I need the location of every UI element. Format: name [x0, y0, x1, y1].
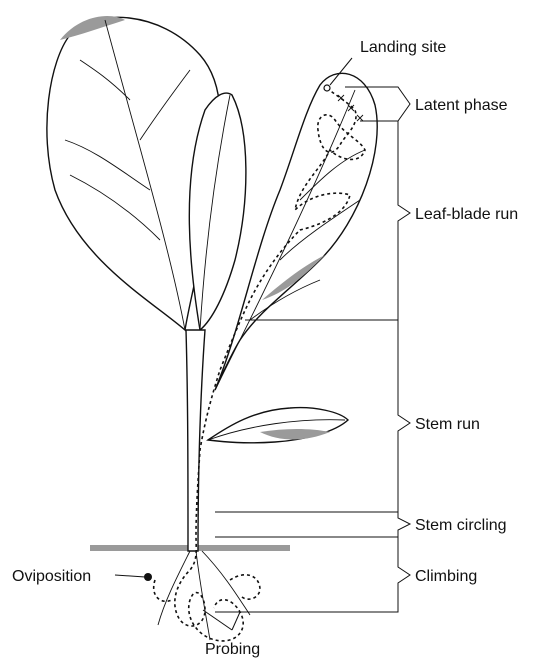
oviposition-dot: [144, 573, 152, 581]
label-stem-circling: Stem circling: [415, 517, 507, 534]
label-leaf-blade-run: Leaf-blade run: [415, 206, 518, 223]
label-climbing: Climbing: [415, 568, 477, 585]
label-oviposition: Oviposition: [12, 568, 91, 585]
roots: [158, 551, 250, 640]
label-probing: Probing: [205, 641, 260, 658]
main-stem: [186, 330, 205, 551]
label-landing-site: Landing site: [360, 39, 446, 56]
label-stem-run: Stem run: [415, 416, 480, 433]
side-leaf: [208, 408, 348, 443]
label-latent-phase: Latent phase: [415, 97, 508, 114]
